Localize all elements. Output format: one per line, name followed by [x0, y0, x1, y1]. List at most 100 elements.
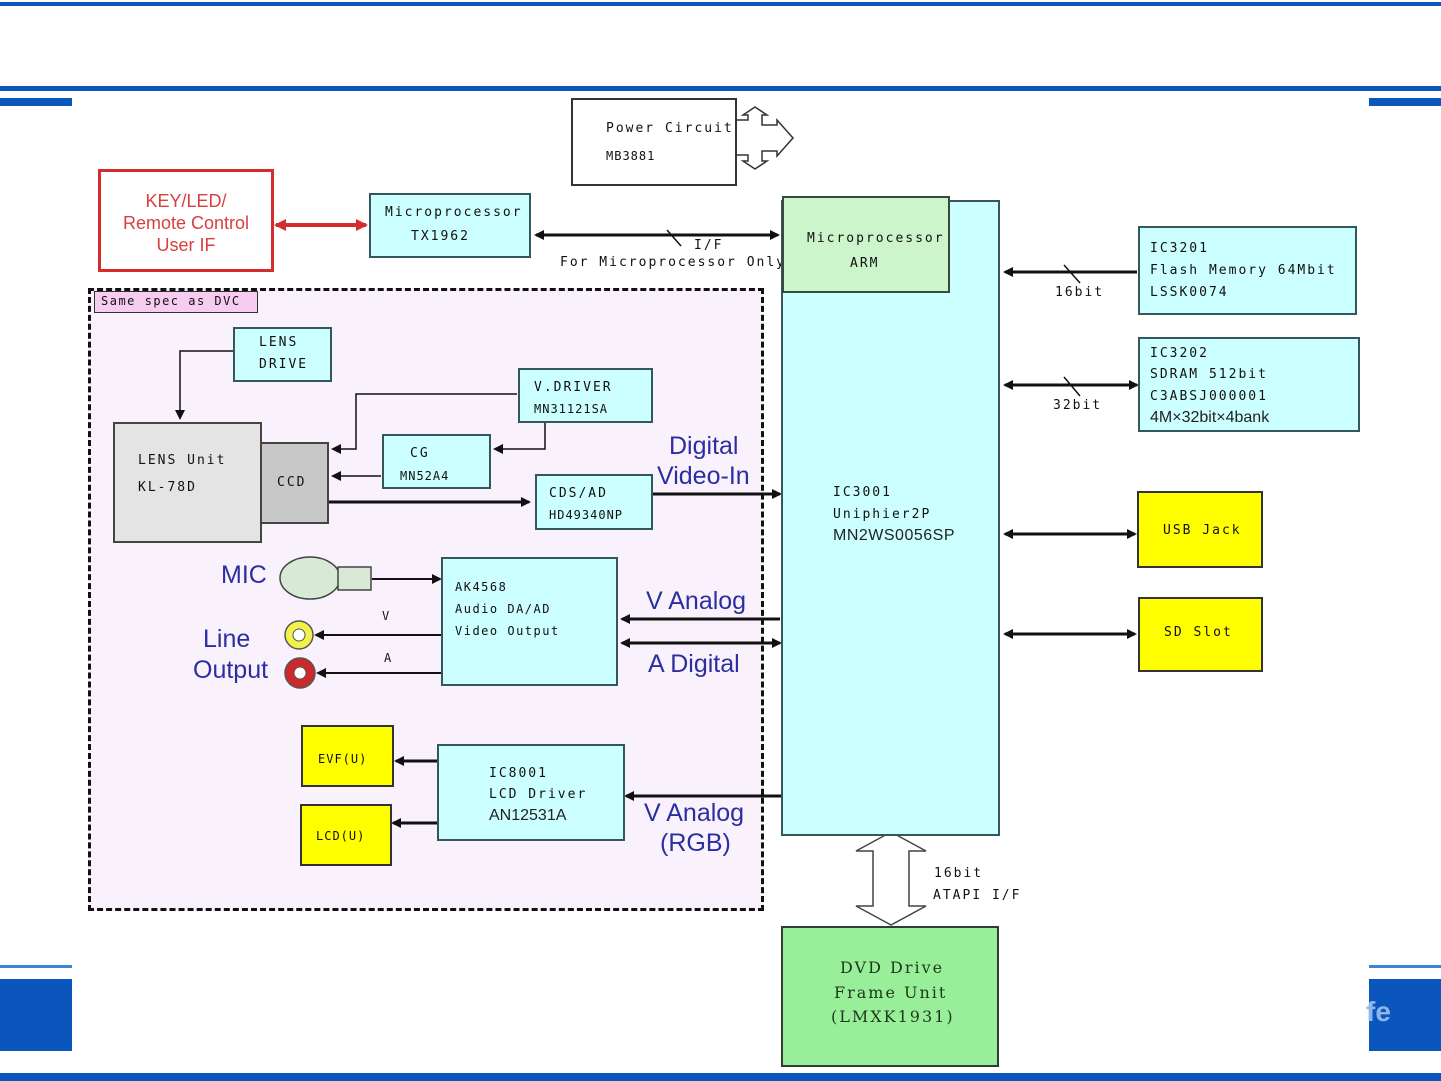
top-border-band: [0, 2, 1441, 6]
user-if-line1: KEY/LED/: [145, 191, 227, 211]
bottom-border-band: [0, 1073, 1441, 1081]
lens-drive-line2: DRIVE: [259, 357, 309, 372]
cds-line1: CDS/AD: [549, 486, 608, 501]
main-ic-line3: MN2WS0056SP: [833, 527, 955, 544]
micro-if-tick: [666, 229, 682, 247]
sd-slot-block: SD Slot: [1138, 597, 1263, 672]
flash-bus-label: 16bit: [1055, 285, 1105, 300]
digital-video-in-label2: Video-In: [657, 462, 750, 490]
v-analog-rgb-label2: (RGB): [660, 829, 731, 857]
power-line1: Power Circuit: [606, 121, 734, 136]
dvd-bus-label2: ATAPI I/F: [933, 888, 1022, 903]
flash-line3: LSSK0074: [1150, 285, 1229, 300]
vdriver-ccd-link: [331, 393, 517, 454]
lcd-driver-line2: LCD Driver: [489, 787, 588, 802]
cg-line2: MN52A4: [400, 469, 450, 483]
main-ic-line1: IC3001: [833, 485, 892, 500]
line-output-label2: Output: [193, 656, 269, 684]
power-output-arrows: [736, 106, 795, 170]
sub-micro-line2: TX1962: [411, 229, 470, 244]
lens-unit-block: LENS Unit KL-78D: [113, 422, 262, 543]
main-ic-block: IC3001 Uniphier2P MN2WS0056SP: [781, 200, 1000, 836]
mic-icon: [279, 556, 341, 600]
digital-video-in-label1: Digital: [669, 432, 739, 460]
main-ic-line2: Uniphier2P: [833, 507, 932, 522]
right-footer-block: [1369, 979, 1441, 1051]
cg-line1: CG: [410, 446, 430, 461]
left-footer-line: [0, 965, 72, 968]
arm-microprocessor-block: Microprocessor ARM: [782, 196, 950, 293]
lcd-driver-block: IC8001 LCD Driver AN12531A: [437, 744, 625, 841]
cds-line2: HD49340NP: [549, 508, 624, 522]
video-out-label: V: [382, 609, 392, 623]
lens-drive-block: LENS DRIVE: [233, 327, 332, 382]
usb-label: USB Jack: [1163, 523, 1242, 538]
mic-label: MIC: [221, 561, 267, 589]
flash-line1: IC3201: [1150, 241, 1209, 256]
sdram-block: IC3202 SDRAM 512bit C3ABSJ000001 4M×32bi…: [1138, 337, 1360, 432]
sdram-line1: IC3202: [1150, 346, 1209, 361]
footer-watermark: fe: [1366, 996, 1391, 1027]
user-if-line2: Remote Control: [122, 213, 250, 233]
lens-unit-line1: LENS Unit: [138, 453, 227, 468]
line-output-label1: Line: [203, 625, 251, 653]
left-footer-block: [0, 979, 72, 1051]
sdram-line4: 4M×32bit×4bank: [1150, 409, 1270, 426]
audio-codec-block: AK4568 Audio DA/AD Video Output: [441, 557, 618, 686]
flash-memory-block: IC3201 Flash Memory 64Mbit LSSK0074: [1138, 226, 1357, 315]
cds-ad-block: CDS/AD HD49340NP: [535, 474, 653, 530]
ccd-label: CCD: [277, 475, 307, 490]
arm-line2: ARM: [850, 256, 880, 271]
sdram-line3: C3ABSJ000001: [1150, 389, 1268, 404]
lcd-driver-line1: IC8001: [489, 766, 548, 781]
sub-microprocessor-block: Microprocessor TX1962: [369, 193, 531, 258]
dvd-bus-label1: 16bit: [934, 866, 984, 881]
header-divider-band: [0, 86, 1441, 91]
left-side-tab-top: [0, 98, 72, 106]
sdram-line2: SDRAM 512bit: [1150, 367, 1268, 382]
evf-block: EVF(U): [301, 725, 394, 787]
user-if-line3: User IF: [156, 235, 216, 255]
vdriver-block: V.DRIVER MN31121SA: [518, 368, 653, 423]
usb-jack-block: USB Jack: [1137, 491, 1263, 568]
dvd-line2: Frame Unit: [834, 983, 948, 1002]
power-line2: MB3881: [606, 149, 656, 163]
sd-label: SD Slot: [1164, 625, 1233, 640]
vdriver-line2: MN31121SA: [534, 402, 609, 416]
ccd-block: CCD: [260, 442, 329, 524]
if-sublabel: For Microprocessor Only: [560, 255, 787, 270]
flash-bus-tick: [1063, 264, 1081, 284]
audio-line3: Video Output: [455, 624, 560, 638]
lens-unit-line2: KL-78D: [138, 480, 197, 495]
vdriver-cg-link: [493, 422, 546, 454]
dvc-group-tag: Same spec as DVC: [94, 291, 258, 313]
lens-drive-line1: LENS: [259, 335, 299, 350]
arm-line1: Microprocessor: [807, 231, 945, 246]
v-analog-label: V Analog: [646, 587, 747, 615]
sub-micro-line1: Microprocessor: [385, 205, 523, 220]
dvd-drive-block: DVD Drive Frame Unit (LMXK1931): [781, 926, 999, 1067]
evf-label: EVF(U): [318, 752, 368, 766]
cg-block: CG MN52A4: [382, 434, 491, 489]
lens-drive-link: [175, 350, 233, 420]
right-side-tab-top: [1369, 98, 1441, 106]
sdram-bus-tick: [1063, 376, 1081, 397]
dvd-line1: DVD Drive: [840, 958, 945, 977]
if-label: I/F: [694, 238, 724, 253]
flash-line2: Flash Memory 64Mbit: [1150, 263, 1337, 278]
power-circuit-block: Power Circuit MB3881: [571, 98, 737, 186]
sdram-bus-label: 32bit: [1053, 398, 1103, 413]
v-analog-rgb-label1: V Analog: [644, 799, 745, 827]
audio-line1: AK4568: [455, 580, 508, 594]
dvd-line3: (LMXK1931): [831, 1007, 955, 1026]
lcd-driver-line3: AN12531A: [489, 807, 567, 824]
user-if-block: KEY/LED/ Remote Control User IF: [98, 169, 274, 272]
a-digital-label: A Digital: [648, 650, 740, 678]
vdriver-line1: V.DRIVER: [534, 380, 613, 395]
audio-line2: Audio DA/AD: [455, 602, 551, 616]
right-footer-line: [1369, 965, 1441, 968]
mic-icon-body: [337, 566, 372, 591]
lcd-label: LCD(U): [316, 829, 366, 843]
lcd-block: LCD(U): [300, 804, 392, 866]
